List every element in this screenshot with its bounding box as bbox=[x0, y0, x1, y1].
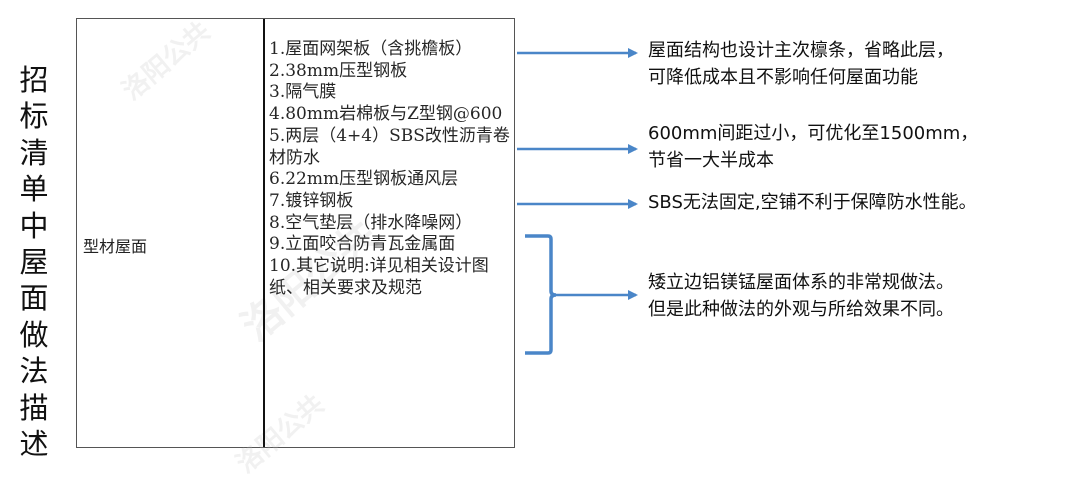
note-line: SBS无法固定,空铺不利于保障防水性能。 bbox=[648, 192, 977, 213]
spec-item: 1.屋面网架板（含挑檐板） bbox=[269, 39, 473, 59]
note-spacing: 600mm间距过小，可优化至1500mm， 节省一大半成本 bbox=[648, 120, 978, 174]
note-line: 矮立边铝镁锰屋面体系的非常规做法。 bbox=[648, 272, 954, 293]
note-purlin: 屋面结构也设计主次檩条，省略此层， 可降低成本且不影响任何屋面功能 bbox=[648, 37, 954, 91]
side-title: 招标清单中屋面做法描述 bbox=[19, 63, 49, 462]
note-line: 可降低成本且不影响任何屋面功能 bbox=[648, 67, 918, 88]
note-line: 但是此种做法的外观与所给效果不同。 bbox=[648, 299, 954, 320]
column-divider bbox=[263, 19, 265, 447]
roof-spec-table: 洛阳公共 洛阳公共 洛阳公共 型材屋面 1.屋面网架板（含挑檐板） 2.38mm… bbox=[76, 16, 515, 479]
note-line: 600mm间距过小，可优化至1500mm， bbox=[648, 123, 979, 144]
note-standing-seam: 矮立边铝镁锰屋面体系的非常规做法。 但是此种做法的外观与所给效果不同。 bbox=[648, 269, 954, 323]
note-line: 节省一大半成本 bbox=[648, 150, 774, 171]
spec-item: 2.38mm压型钢板 bbox=[269, 60, 408, 81]
spec-item: 7.镀锌钢板 bbox=[269, 190, 354, 211]
roof-type-label: 型材屋面 bbox=[83, 237, 148, 256]
note-line: 屋面结构也设计主次檩条，省略此层， bbox=[648, 40, 954, 61]
spec-item: 9.立面咬合防青瓦金属面 bbox=[269, 234, 456, 255]
brace-bracket bbox=[525, 234, 557, 355]
spec-item: 4.80mm岩棉板与Z型钢@600 bbox=[269, 104, 503, 125]
spec-item: 3.隔气膜 bbox=[269, 82, 337, 103]
spec-item: 8.空气垫层（排水降噪网） bbox=[269, 212, 473, 233]
note-sbs: SBS无法固定,空铺不利于保障防水性能。 bbox=[648, 189, 977, 216]
spec-item-list: 1.屋面网架板（含挑檐板） 2.38mm压型钢板 3.隔气膜 4.80mm岩棉板… bbox=[269, 39, 511, 299]
spec-item: 10.其它说明:详见相关设计图纸、相关要求及规范 bbox=[269, 256, 489, 298]
spec-item: 6.22mm压型钢板通风层 bbox=[269, 169, 459, 190]
spec-item: 5.两层（4+4）SBS改性沥青卷材防水 bbox=[269, 125, 510, 168]
